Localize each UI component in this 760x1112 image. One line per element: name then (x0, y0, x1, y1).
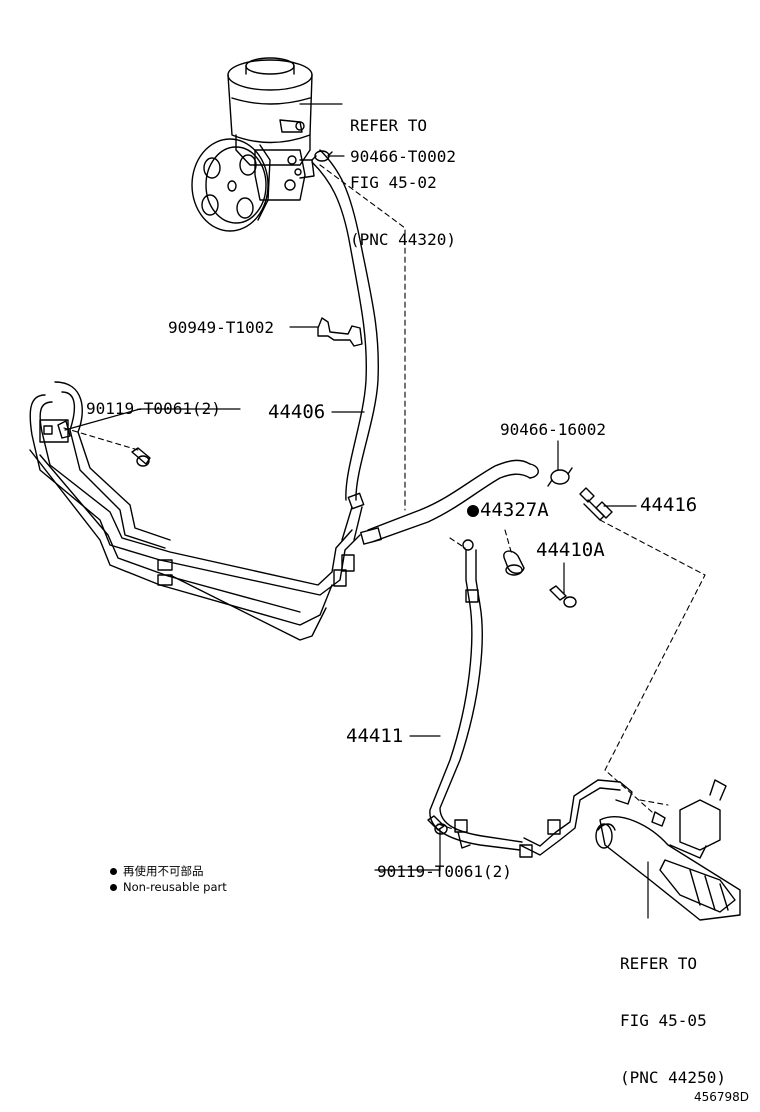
legend-text-en: Non-reusable part (123, 880, 227, 894)
pump-ref-line2: FIG 45-02 (350, 173, 437, 192)
tube-44411-illustration (429, 539, 633, 858)
bolt-90119-T0061-left-illustration (131, 447, 151, 467)
clip-90466-16002-illustration (547, 467, 573, 487)
gear-ref-line2: FIG 45-05 (620, 1011, 707, 1030)
part-label-90466-T0002: 90466-T0002 (350, 147, 456, 166)
hose-44406-illustration (311, 149, 379, 541)
gear-reference-label: REFER TO FIG 45-05 (PNC 44250) (620, 916, 726, 1106)
part-label-44410A: 44410A (536, 539, 605, 561)
clamp-90949-T1002-illustration (317, 317, 363, 347)
legend: 再使用不可部品 Non-reusable part (110, 863, 227, 895)
pump-ref-line1: REFER TO (350, 116, 428, 135)
dashed-reference-lines (63, 164, 706, 831)
gear-ref-line3: (PNC 44250) (620, 1068, 726, 1087)
legend-dot-icon (110, 884, 117, 891)
part-label-44411: 44411 (346, 725, 404, 747)
bolt-44410A-illustration (549, 585, 577, 608)
figure-number: 456798D (694, 1090, 750, 1104)
part-label-90466-16002: 90466-16002 (500, 420, 606, 439)
legend-item-jp: 再使用不可部品 (110, 863, 227, 879)
steering-gear-illustration (595, 779, 741, 921)
bolt-90119-T0061-bottom-illustration (427, 815, 448, 835)
gear-ref-line1: REFER TO (620, 954, 698, 973)
part-label-90119-T0061-bottom: 90119-T0061(2) (377, 862, 512, 881)
part-label-44327A: 44327A (467, 499, 549, 521)
legend-item-en: Non-reusable part (110, 879, 227, 895)
part-label-44406: 44406 (268, 401, 326, 423)
power-steering-pump-illustration (191, 57, 315, 232)
part-44327A-illustration (503, 550, 525, 576)
legend-dot-icon (110, 868, 117, 875)
pump-reference-label: REFER TO FIG 45-02 (PNC 44320) (350, 78, 456, 268)
legend-text-jp: 再使用不可部品 (123, 864, 204, 878)
leader-lines (64, 103, 649, 919)
left-tube-assembly-illustration (29, 381, 382, 641)
clip-90466-T0002-illustration (311, 150, 333, 162)
union-44416-illustration (579, 487, 613, 521)
part-label-90949-T1002: 90949-T1002 (168, 318, 274, 337)
non-reusable-marker (467, 505, 479, 517)
pump-ref-line3: (PNC 44320) (350, 230, 456, 249)
part-label-44327A-text: 44327A (480, 499, 549, 521)
return-hose-illustration (367, 459, 539, 543)
part-label-44416: 44416 (640, 494, 698, 516)
part-label-90119-T0061-left: 90119-T0061(2) (86, 399, 221, 418)
